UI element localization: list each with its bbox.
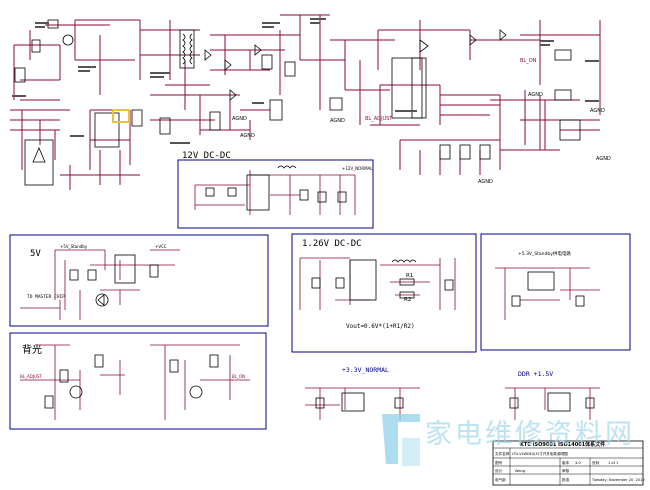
title-block-filename-label: 文件名称 <box>495 451 510 456</box>
v5-components <box>69 254 159 307</box>
annotation-marks <box>12 18 599 144</box>
agnd-label-4: AGND <box>528 92 543 98</box>
bl-adjust-label: BL_ADJUST <box>20 374 42 379</box>
title-33v-normal: +3.3V_NORMAL <box>342 366 389 374</box>
title-block-version-label: 版本 <box>562 460 570 465</box>
title-block-dept: 电气部 <box>495 477 506 482</box>
ddr-components <box>509 392 595 412</box>
v126-components <box>311 259 454 301</box>
box-12v-dcdc <box>177 159 374 229</box>
title-block-designer-label: 设计 <box>495 468 503 473</box>
title-126v-dcdc: 1.26V DC-DC <box>302 239 362 249</box>
agnd-label-2: AGND <box>240 133 255 139</box>
title-block-page: 1 of 1 <box>608 461 618 465</box>
box-standby <box>480 233 631 351</box>
title-block-designer: Wang <box>515 469 525 473</box>
v5-circuit <box>20 249 180 320</box>
to-master-chip: TO MASTER CHIP <box>27 294 65 300</box>
v33-components <box>315 392 404 412</box>
agnd-label-5: AGND <box>590 108 605 114</box>
r1-label: R1 <box>406 273 413 279</box>
v5-standby-label: +5V_Standby <box>60 244 88 249</box>
box-backlight <box>9 332 267 430</box>
bl-on-label: BL_ON <box>232 374 245 379</box>
bl-adjust-top: BL_ADJUST <box>365 116 393 122</box>
v5-vcc-label: +VCC <box>155 244 167 249</box>
v5-net-labels: +5V_Standby +VCC <box>60 244 167 249</box>
title-block-company: KTC ISO9001 ISO14001体系文件 <box>520 441 605 448</box>
standby-components <box>511 271 585 307</box>
bl-on-top: BL_ON <box>520 58 537 64</box>
agnd-label-6: AGND <box>596 156 611 162</box>
formula-text: Vout=0.6V*(1+R1/R2) <box>346 323 415 330</box>
title-block-drawing-label: 图号 <box>495 460 503 465</box>
agnd-label-3: AGND <box>330 118 345 124</box>
box-5v <box>9 234 269 327</box>
title-5v: 5V <box>30 249 41 259</box>
backlight-net-labels: BL_ADJUST BL_ON <box>20 374 245 379</box>
r2-label: R2 <box>404 297 411 303</box>
title-ddr: DDR +1.5V <box>518 370 553 378</box>
backlight-components <box>44 354 219 409</box>
title-block-approve-label: 批准 <box>562 477 570 482</box>
title-standby: +5.3V_Standby供电电路 <box>518 250 571 257</box>
title-block-page-label: 页码 <box>592 460 600 465</box>
ddr-circuit <box>505 387 600 420</box>
backlight-circuit <box>20 344 250 420</box>
dc12-components <box>205 165 347 211</box>
title-block-version: 3.0 <box>575 461 581 465</box>
title-backlight: 背光 <box>22 343 42 356</box>
box-126v-dcdc <box>291 233 477 353</box>
watermark-text: 家电维修资料网 <box>425 419 635 450</box>
v33-circuit <box>305 387 420 420</box>
title-block: KTC ISO9001 ISO14001体系文件 文件名称 LTD-V4WDE4… <box>492 440 645 486</box>
title-block-filename: LTD-V4WDE4(32寸开关电源)原理图 <box>512 451 569 456</box>
primary-components <box>14 19 581 186</box>
title-block-checker-label: 审核 <box>562 468 570 473</box>
dc12-circuit <box>194 170 356 215</box>
agnd-labels: AGND AGND AGND AGND AGND AGND AGND BL_AD… <box>232 58 611 185</box>
standby-circuit <box>495 267 600 320</box>
agnd-label-1: AGND <box>232 116 247 122</box>
title-12v-dcdc: 12V DC-DC <box>182 151 231 161</box>
title-block-date: Tuesday, November 20, 2012 <box>591 478 645 482</box>
dc12-output-label: +12V_NORMAL <box>342 166 373 171</box>
highlighted-component <box>112 109 130 123</box>
agnd-label-7: AGND <box>478 179 493 185</box>
